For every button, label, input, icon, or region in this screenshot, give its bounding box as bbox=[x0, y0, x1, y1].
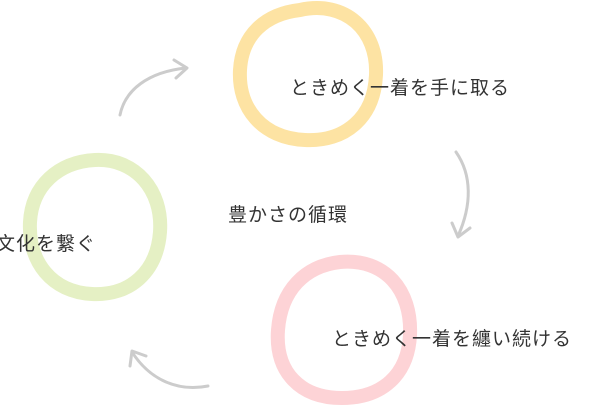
node-label-top: ときめく一着を手に取る bbox=[290, 77, 511, 99]
center-label: 豊かさの循環 bbox=[228, 204, 349, 226]
node-label-right: ときめく一着を纏い続ける bbox=[332, 328, 573, 350]
arrow-right-to-left bbox=[128, 349, 210, 389]
circle-right bbox=[270, 254, 418, 406]
node-label-left: 文化を繋ぐ bbox=[0, 233, 97, 255]
circle-top bbox=[232, 1, 384, 148]
arrow-left-to-top bbox=[118, 58, 189, 117]
circle-left bbox=[22, 152, 168, 302]
arrow-top-to-right bbox=[450, 150, 472, 239]
